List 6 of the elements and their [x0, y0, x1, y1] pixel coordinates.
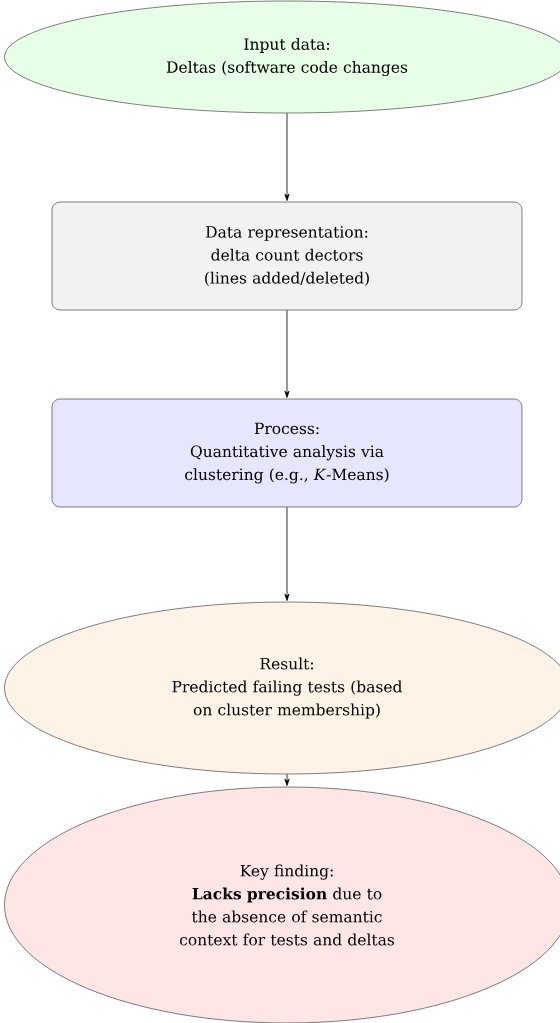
arrow — [284, 773, 290, 786]
arrow — [284, 112, 290, 201]
arrow — [284, 309, 290, 398]
process-box: Data representation: delta count dectors (lines added/deleted) — [51, 201, 523, 311]
arrow — [284, 506, 290, 601]
process-box: Process: Quantitative analysis via clustering (e.g., K-Means) — [51, 398, 523, 508]
